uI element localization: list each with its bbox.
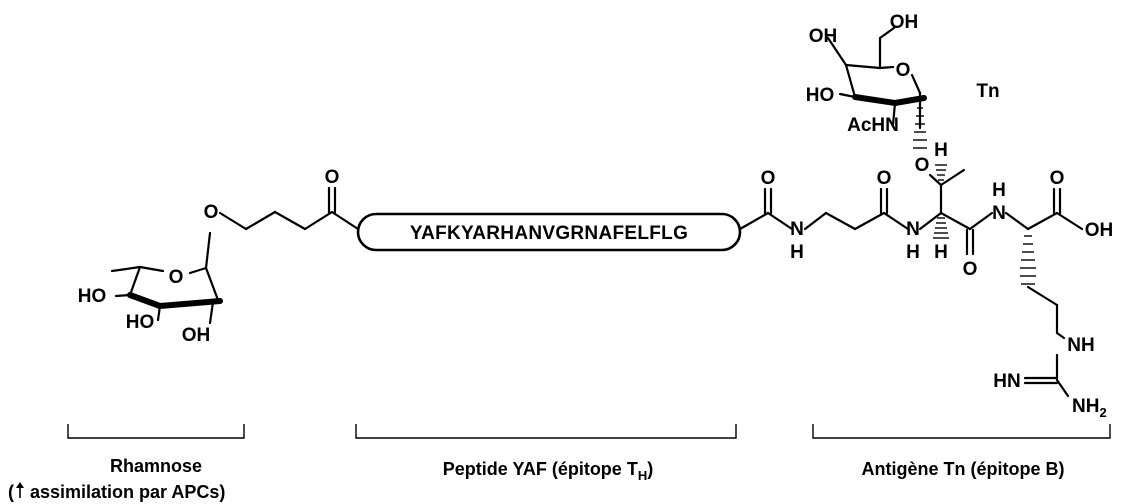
ether-oxygen: O	[204, 202, 219, 223]
peptide-bracket	[355, 424, 737, 439]
galnac-ring-oxygen: O	[896, 60, 911, 81]
galnac-acetamido: AcHN	[847, 115, 899, 136]
tn-label: Tn	[976, 81, 999, 102]
amide-nitrogen-3: N	[992, 203, 1006, 224]
galnac-hydroxyl-1: OH	[809, 26, 838, 47]
linker-chain	[218, 186, 360, 231]
glycosidic-oxygen: O	[915, 155, 930, 176]
amide-chain	[738, 187, 943, 231]
rhamnose-hydroxyl-1: HO	[78, 286, 107, 307]
tn-bracket	[812, 424, 1111, 439]
rhamnose-note: assimilation par APCs)	[30, 482, 225, 502]
amide-hydrogen-1: H	[790, 242, 804, 263]
hashed-wedge-alpha	[933, 217, 949, 239]
hashed-wedge-beta	[935, 164, 947, 181]
keto-oxygen: O	[325, 167, 340, 188]
rhamnose-note-open-paren: (	[8, 482, 14, 502]
up-arrow-icon	[16, 482, 24, 498]
amide-nitrogen-2: N	[906, 219, 920, 240]
galnac-hydroxyl-3: HO	[806, 85, 835, 106]
amide-oxygen-3: O	[963, 259, 978, 280]
hashed-wedge-arg	[1020, 235, 1036, 285]
guanidine-nh: NH	[1067, 335, 1094, 356]
rhamnose-hydroxyl-3: OH	[182, 325, 211, 346]
rhamnose-hydroxyl-2: HO	[126, 312, 155, 333]
alpha-hydrogen: H	[934, 242, 948, 263]
guanidine-nh2: NH2	[1072, 396, 1107, 420]
rhamnose-bracket	[67, 424, 245, 439]
threonine-residue	[928, 168, 994, 256]
amide-hydrogen-3: H	[992, 180, 1006, 201]
galnac-ring	[826, 26, 927, 130]
amide-nitrogen-1: N	[790, 219, 804, 240]
amide-oxygen-1: O	[761, 168, 776, 189]
peptide-caption: Peptide YAF (épitope TH)	[443, 459, 653, 483]
guanidine-hn: HN	[993, 371, 1020, 392]
hashed-wedge-anomeric	[913, 107, 927, 149]
galnac-hydroxyl-2: OH	[890, 12, 919, 33]
beta-hydrogen: H	[934, 140, 948, 161]
tn-caption: Antigène Tn (épitope B)	[862, 459, 1065, 479]
rhamnose-caption: Rhamnose	[110, 456, 202, 476]
amide-hydrogen-2: H	[906, 242, 920, 263]
arginine-residue	[1004, 187, 1084, 398]
acid-hydroxyl: OH	[1085, 220, 1114, 241]
amide-oxygen-2: O	[877, 168, 892, 189]
acid-carbonyl-oxygen: O	[1050, 168, 1065, 189]
rhamnose-ring	[110, 231, 223, 325]
peptide-sequence: YAFKYARHANVGRNAFELFLG	[410, 223, 688, 244]
peptide-sequence-box	[356, 212, 742, 252]
rhamnose-ring-oxygen: O	[169, 267, 184, 288]
